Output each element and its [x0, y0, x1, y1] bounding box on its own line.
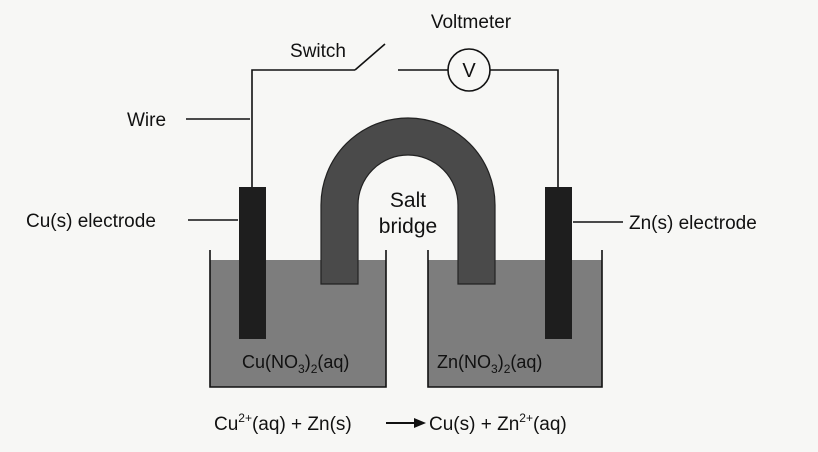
circuit-wire	[251, 69, 559, 187]
left-solution-label: Cu(NO3)2(aq)	[242, 352, 349, 376]
leader-lines	[186, 118, 623, 223]
salt-bridge-label-line2: bridge	[379, 215, 437, 238]
left-beaker	[209, 250, 387, 388]
zn-electrode	[545, 187, 572, 339]
voltmeter: V	[447, 48, 491, 92]
voltmeter-symbol: V	[462, 60, 476, 82]
cu-electrode-label: Cu(s) electrode	[26, 211, 156, 232]
zn-electrode-label: Zn(s) electrode	[629, 213, 757, 234]
right-beaker	[427, 250, 603, 388]
right-solution-label: Zn(NO3)2(aq)	[437, 352, 542, 376]
switch-lever	[354, 43, 386, 71]
salt-bridge-label-line1: Salt	[390, 189, 426, 212]
right-solution	[428, 260, 602, 387]
equation-products: Cu(s) + Zn2+(aq)	[429, 411, 567, 435]
salt-bridge	[320, 117, 496, 285]
equation-reactants: Cu2+(aq) + Zn(s)	[214, 411, 352, 435]
reaction-arrow	[386, 418, 426, 428]
voltmeter-circle	[447, 48, 491, 92]
wire-label: Wire	[127, 110, 166, 131]
voltmeter-label: Voltmeter	[431, 12, 512, 33]
switch-label: Switch	[290, 41, 346, 62]
cu-electrode	[239, 187, 266, 339]
